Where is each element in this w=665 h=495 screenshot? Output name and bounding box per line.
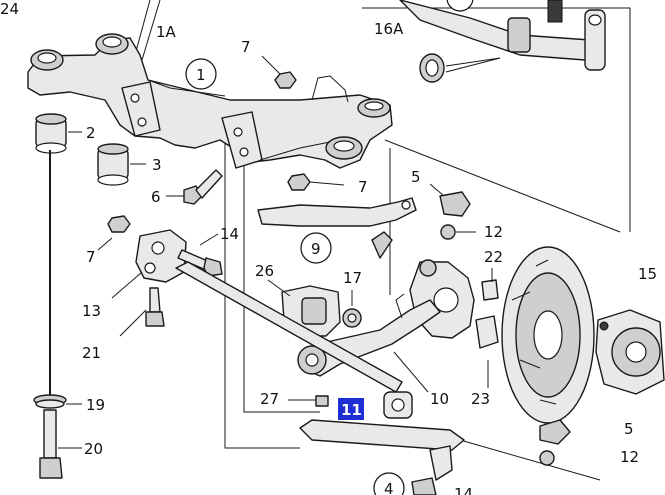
nut-7-top[interactable] <box>261 55 297 89</box>
bracket-13[interactable] <box>111 229 187 299</box>
upper-arm-9[interactable] <box>257 197 417 259</box>
callout-21[interactable]: 21 <box>82 344 101 362</box>
callout-1a[interactable]: 1A <box>156 23 177 41</box>
callout-19[interactable]: 19 <box>86 396 105 414</box>
subframe-1[interactable] <box>27 33 393 169</box>
callout-11-selected[interactable]: 11 <box>341 401 362 419</box>
brake-disc[interactable] <box>501 246 595 424</box>
callout-7-left[interactable]: 7 <box>86 248 96 266</box>
nut-7-mid[interactable] <box>287 173 345 191</box>
clip-5-bottom[interactable] <box>539 419 571 466</box>
callout-14-left[interactable]: 14 <box>220 225 239 243</box>
bolt-19-20[interactable] <box>33 150 82 479</box>
callout-6[interactable]: 6 <box>151 188 161 206</box>
nut-27[interactable] <box>288 395 329 407</box>
upper-link-16a[interactable] <box>399 0 606 83</box>
callout-3[interactable]: 3 <box>152 156 162 174</box>
circle-callouts <box>185 0 474 495</box>
callout-23[interactable]: 23 <box>471 390 490 408</box>
lower-link-4[interactable] <box>299 419 465 495</box>
callout-27[interactable]: 27 <box>260 390 279 408</box>
callout-15[interactable]: 15 <box>638 265 657 283</box>
bushing-2[interactable] <box>35 113 82 154</box>
link-rod[interactable] <box>175 261 403 393</box>
callout-7-mid[interactable]: 7 <box>358 178 368 196</box>
nut-7-left[interactable] <box>97 215 131 251</box>
callout-17[interactable]: 17 <box>343 269 362 287</box>
bushing-11[interactable] <box>383 391 413 419</box>
callout-5-top[interactable]: 5 <box>411 168 421 186</box>
callout-24[interactable]: 24 <box>0 0 19 18</box>
callout-7-top[interactable]: 7 <box>241 38 251 56</box>
callout-4[interactable]: 4 <box>384 480 394 495</box>
bolt-6[interactable] <box>166 169 223 205</box>
callout-13[interactable]: 13 <box>82 302 101 320</box>
selected-callout-highlight <box>338 398 364 420</box>
callout-5-bottom[interactable]: 5 <box>624 420 634 438</box>
callout-26[interactable]: 26 <box>255 262 274 280</box>
nut-17[interactable] <box>342 290 362 328</box>
callout-14-bottom[interactable]: 14 <box>454 485 473 495</box>
callout-12-bottom[interactable]: 12 <box>620 448 639 466</box>
callout-10[interactable]: 10 <box>430 390 449 408</box>
bolt-21[interactable] <box>119 287 165 337</box>
shim-23[interactable] <box>475 268 499 388</box>
bolt-14-left[interactable] <box>177 233 223 277</box>
callout-12-top[interactable]: 12 <box>484 223 503 241</box>
reference-lines <box>134 0 631 481</box>
bushing-3[interactable] <box>97 143 146 186</box>
callout-20[interactable]: 20 <box>84 440 103 458</box>
hub-15[interactable] <box>595 309 665 395</box>
callout-2[interactable]: 2 <box>86 124 96 142</box>
callout-16a[interactable]: 16A <box>374 20 404 38</box>
callout-9[interactable]: 9 <box>311 240 321 258</box>
callout-1[interactable]: 1 <box>196 66 206 84</box>
callout-22[interactable]: 22 <box>484 248 503 266</box>
